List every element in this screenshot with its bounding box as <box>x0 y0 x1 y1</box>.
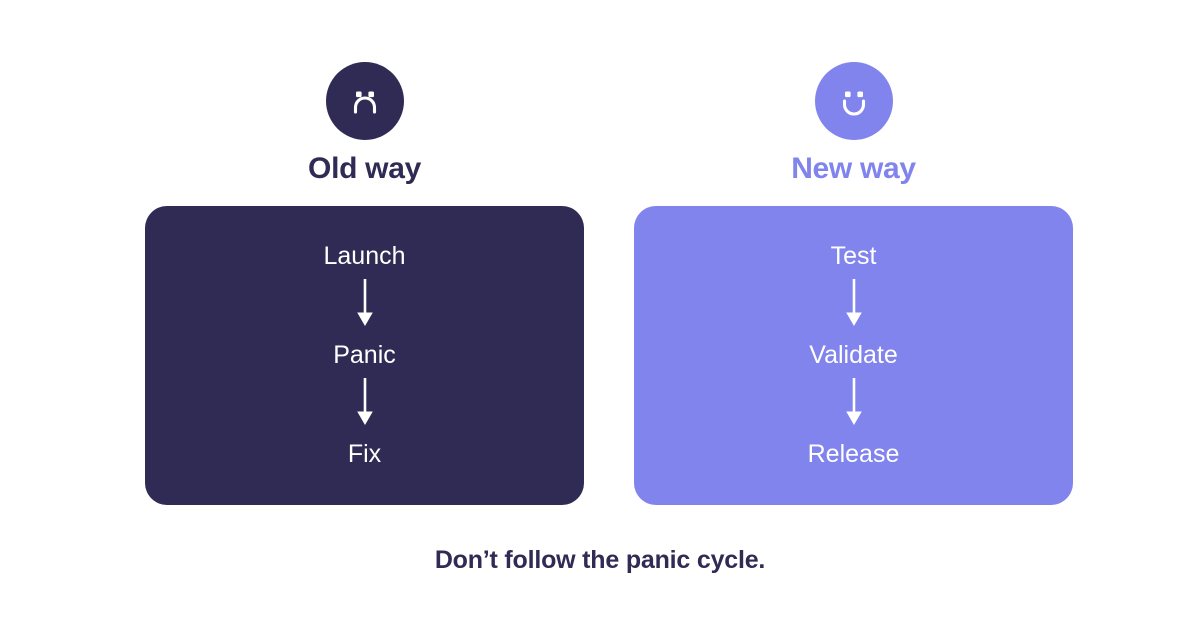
step-label: Validate <box>809 341 898 370</box>
step-label: Fix <box>347 439 382 468</box>
card-new-way: Test Validate Release <box>634 206 1073 505</box>
sad-face-icon <box>325 62 404 140</box>
column-title-old-way: Old way <box>308 152 421 185</box>
column-new-way: New way Test Validate Release <box>634 62 1073 505</box>
column-title-new-way: New way <box>791 152 916 185</box>
comparison-columns: Old way Launch Panic Fix <box>145 62 1073 505</box>
down-arrow-icon <box>355 377 375 431</box>
down-arrow-icon <box>355 279 375 332</box>
step-label: Release <box>807 439 900 468</box>
down-arrow-icon <box>844 377 864 431</box>
smiley-face-icon <box>814 62 893 140</box>
step-label: Launch <box>323 242 406 271</box>
column-old-way: Old way Launch Panic Fix <box>145 62 584 505</box>
down-arrow-icon <box>844 279 864 332</box>
step-label: Panic <box>333 341 396 370</box>
card-old-way: Launch Panic Fix <box>145 206 584 505</box>
step-label: Test <box>830 242 877 271</box>
footer-caption: Don’t follow the panic cycle. <box>434 546 766 574</box>
